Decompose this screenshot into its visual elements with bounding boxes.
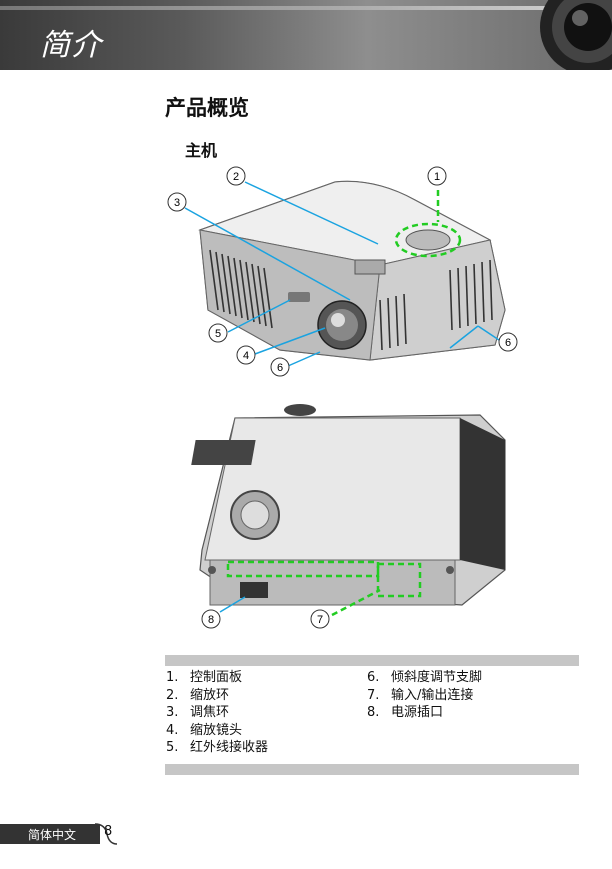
callout-3: 3 — [167, 192, 187, 212]
projector-front-view — [198, 180, 506, 361]
list-item: 5.红外线接收器 — [166, 740, 269, 755]
list-bottom-bar — [165, 764, 579, 775]
svg-text:2: 2 — [233, 171, 239, 183]
callout-7: 7 — [310, 609, 330, 629]
lens-decoration-icon — [540, 0, 612, 70]
subsection-title: 主机 — [185, 141, 218, 160]
footer-curve-icon — [95, 823, 117, 845]
svg-text:6: 6 — [277, 362, 283, 374]
callout-4: 4 — [236, 345, 256, 365]
callout-6a: 6 — [270, 357, 290, 377]
footer-language: 简体中文 — [28, 828, 77, 842]
callout-markers: 1 2 3 4 5 6 6 7 8 — [167, 166, 518, 629]
list-item: 2.缩放环 — [166, 687, 230, 703]
list-item: 3.调焦环 — [166, 705, 230, 720]
list-item: 4.缩放镜头 — [166, 722, 243, 738]
svg-text:8: 8 — [208, 614, 214, 626]
page-header: 简介 — [0, 0, 612, 70]
svg-text:1: 1 — [434, 171, 440, 183]
list-top-bar — [165, 655, 579, 666]
svg-text:5: 5 — [215, 328, 221, 340]
callout-8: 8 — [201, 609, 221, 629]
list-item: 7.输入/输出连接 — [367, 687, 474, 703]
parts-list-right: 6.倾斜度调节支脚 7.输入/输出连接 8.电源插口 — [367, 669, 482, 722]
svg-text:6: 6 — [505, 337, 511, 349]
footer-language-tab — [0, 824, 100, 844]
callout-lines-front — [184, 181, 503, 367]
svg-text:3: 3 — [174, 197, 180, 209]
projector-bottom-view — [191, 404, 506, 606]
header-strip — [0, 6, 560, 10]
projector-diagram: 1 2 3 4 5 6 6 7 8 — [167, 166, 518, 629]
svg-text:7: 7 — [317, 614, 323, 626]
callout-6b: 6 — [498, 332, 518, 352]
parts-list-left: 1.控制面板 2.缩放环 3.调焦环 4.缩放镜头 5.红外线接收器 — [166, 669, 268, 757]
page-number: 8 — [104, 824, 113, 839]
callout-5: 5 — [208, 323, 228, 343]
callout-2: 2 — [226, 166, 246, 186]
section-title: 产品概览 — [165, 96, 249, 120]
highlight-markers-bottom — [226, 560, 422, 617]
list-item: 6.倾斜度调节支脚 — [367, 670, 483, 685]
list-item: 1.控制面板 — [166, 670, 243, 685]
list-item: 8.电源插口 — [367, 705, 444, 720]
callout-1: 1 — [427, 166, 447, 186]
chapter-title: 简介 — [40, 28, 102, 63]
svg-text:4: 4 — [243, 350, 249, 362]
callout-lines-bottom — [219, 596, 246, 613]
highlight-markers-front — [394, 190, 462, 258]
